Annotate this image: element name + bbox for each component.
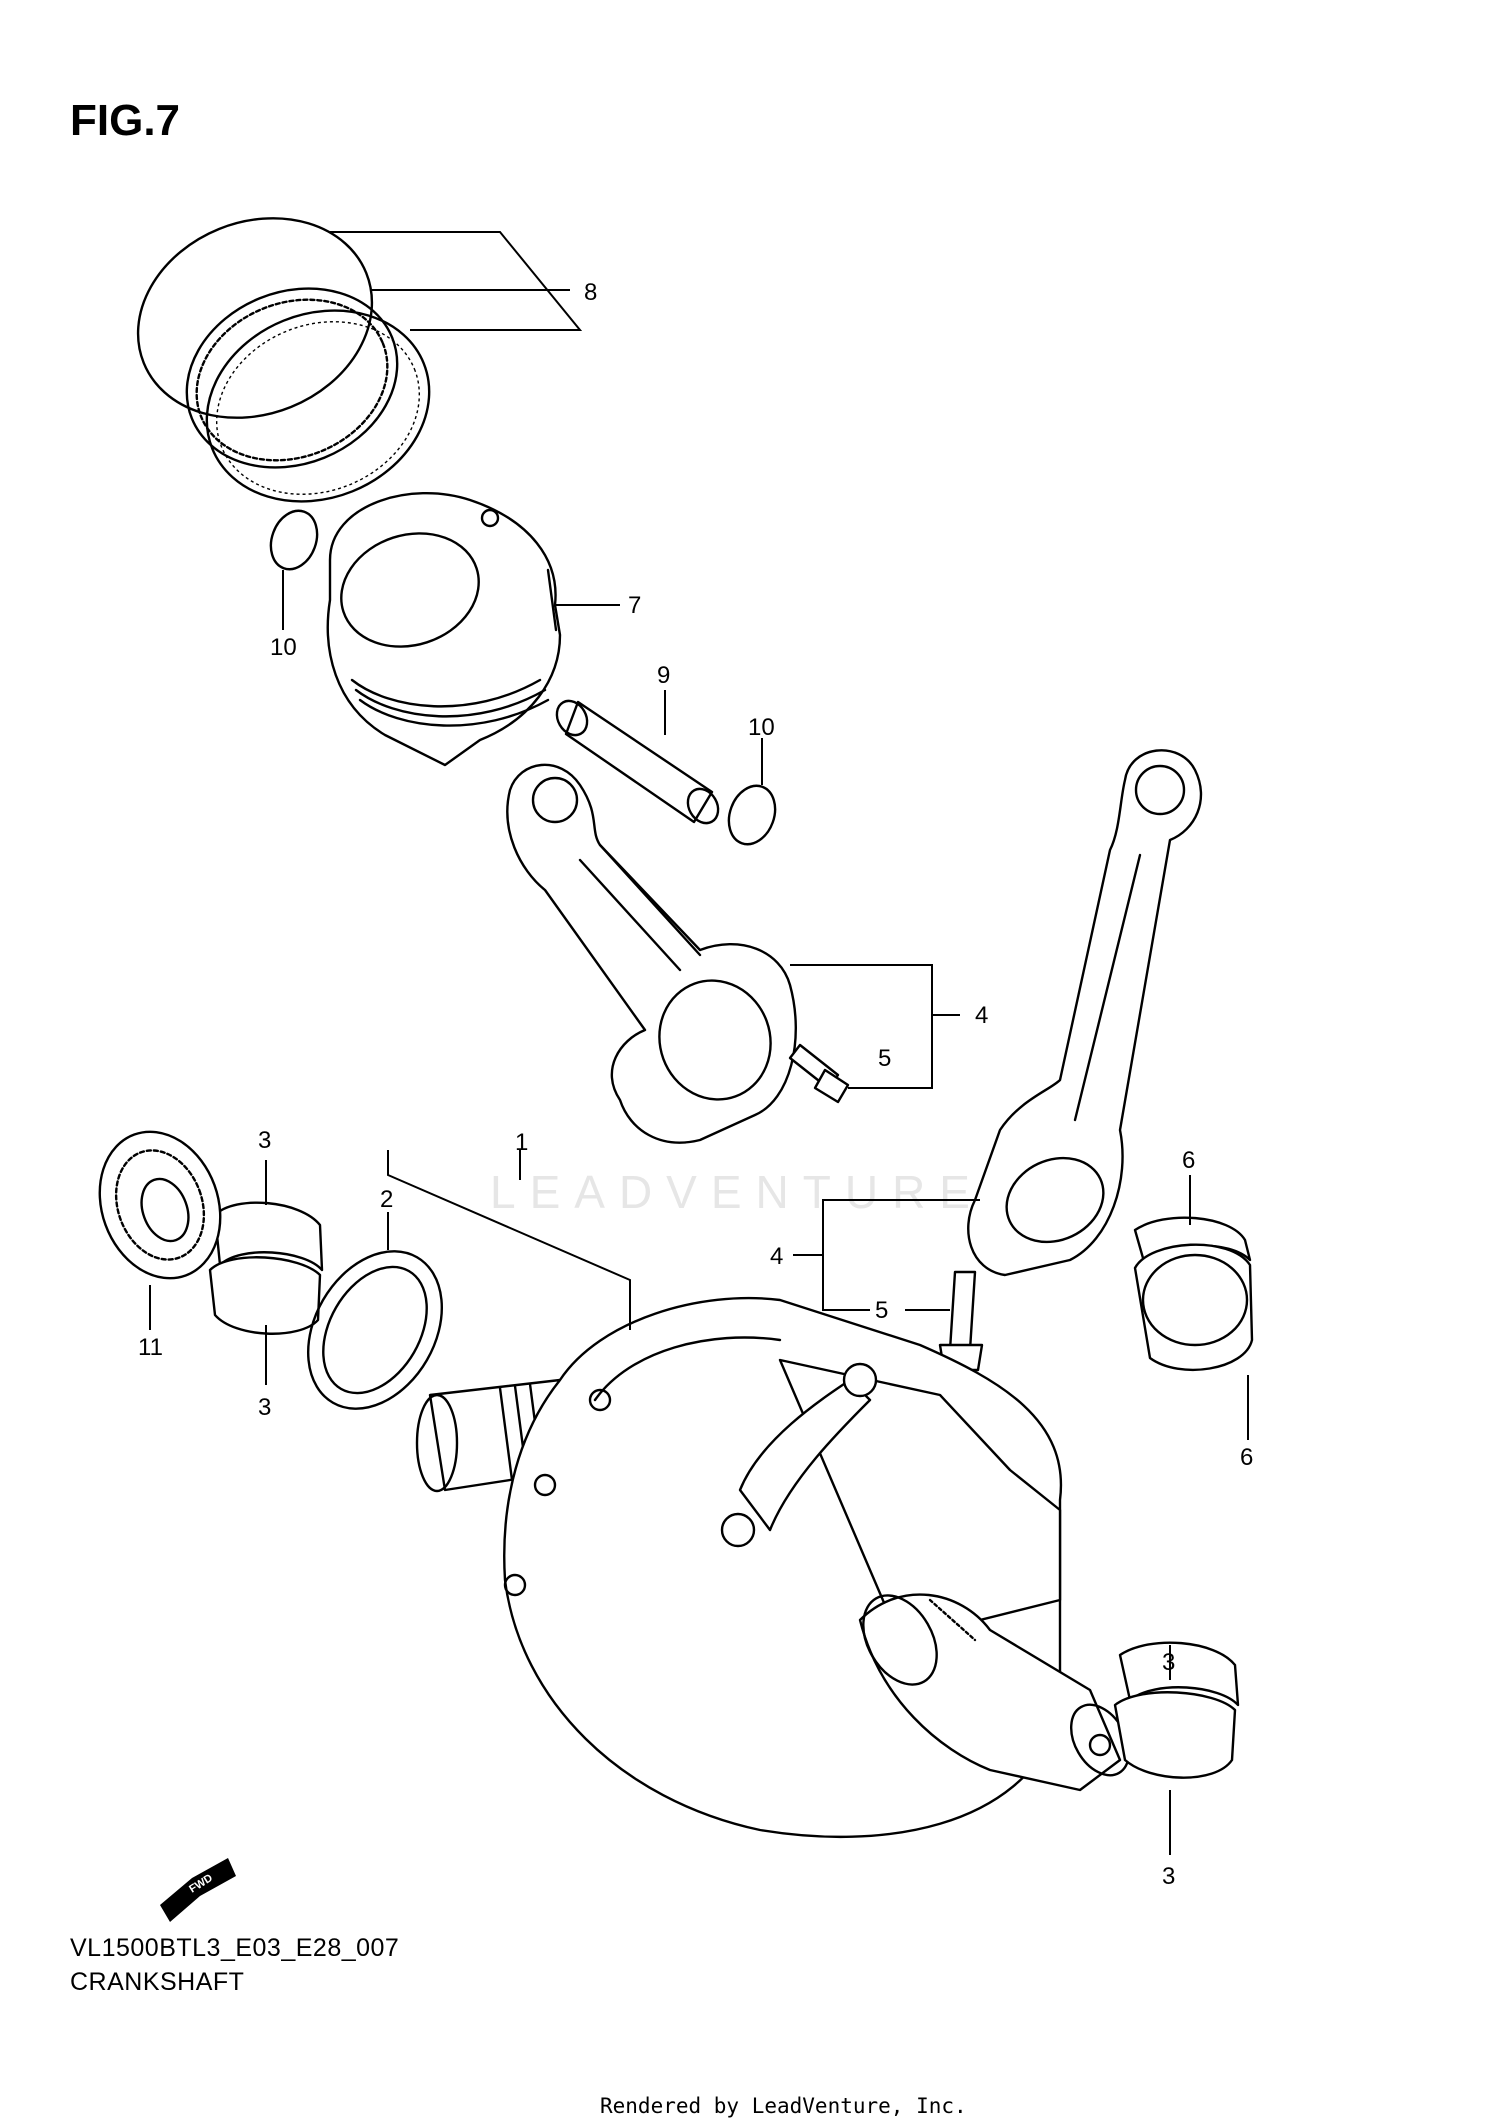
conrod-bolt-rear[interactable] xyxy=(788,1043,850,1104)
callout-3-lower-right[interactable]: 3 xyxy=(1162,1863,1175,1890)
callout-4-front[interactable]: 4 xyxy=(770,1243,783,1270)
crank-bearing-ring[interactable] xyxy=(281,1227,469,1432)
leader-lines xyxy=(149,231,1249,1855)
crank-gear[interactable] xyxy=(80,1115,240,1296)
callout-1[interactable]: 1 xyxy=(515,1129,528,1156)
circlip-left[interactable] xyxy=(263,504,325,575)
figure-title: FIG.7 xyxy=(70,96,181,145)
callout-9[interactable]: 9 xyxy=(657,662,670,689)
circlip-right[interactable] xyxy=(721,779,783,850)
piston[interactable] xyxy=(326,492,562,767)
main-bearing-left[interactable] xyxy=(208,1201,324,1335)
callout-3-upper-left[interactable]: 3 xyxy=(258,1127,271,1154)
callout-10-left[interactable]: 10 xyxy=(270,634,297,661)
crankshaft[interactable] xyxy=(415,1296,1141,1838)
callout-labels: 8 7 10 9 10 4 5 4 5 6 6 1 2 3 3 11 3 3 xyxy=(138,279,1253,1890)
main-bearing-right[interactable] xyxy=(1113,1641,1240,1779)
callout-11[interactable]: 11 xyxy=(138,1334,163,1361)
callout-5-front[interactable]: 5 xyxy=(875,1297,888,1324)
callout-8[interactable]: 8 xyxy=(584,279,597,306)
callout-2[interactable]: 2 xyxy=(380,1186,393,1213)
watermark-text: LEADVENTURE xyxy=(490,1166,984,1218)
callout-5-rear[interactable]: 5 xyxy=(878,1045,891,1072)
callout-4-rear[interactable]: 4 xyxy=(975,1002,988,1029)
piston-ring-set[interactable] xyxy=(108,184,458,534)
callout-3-lower-left[interactable]: 3 xyxy=(258,1394,271,1421)
callout-6-upper[interactable]: 6 xyxy=(1182,1147,1195,1174)
callout-7[interactable]: 7 xyxy=(628,592,641,619)
connecting-rod-rear[interactable] xyxy=(506,763,797,1144)
conrod-bolt-front[interactable] xyxy=(938,1270,984,1372)
conrod-bearing-halves[interactable] xyxy=(1133,1216,1254,1371)
callout-10-right[interactable]: 10 xyxy=(748,714,775,741)
model-code: VL1500BTL3_E03_E28_007 xyxy=(70,1934,400,1962)
fwd-direction-marker: FWD xyxy=(160,1858,236,1922)
connecting-rod-front[interactable] xyxy=(967,749,1203,1277)
render-credit: Rendered by LeadVenture, Inc. xyxy=(600,2094,967,2118)
callout-3-upper-right[interactable]: 3 xyxy=(1162,1649,1175,1676)
callout-6-lower[interactable]: 6 xyxy=(1240,1444,1253,1471)
piston-pin[interactable] xyxy=(551,695,724,828)
section-name: CRANKSHAFT xyxy=(70,1968,245,1996)
